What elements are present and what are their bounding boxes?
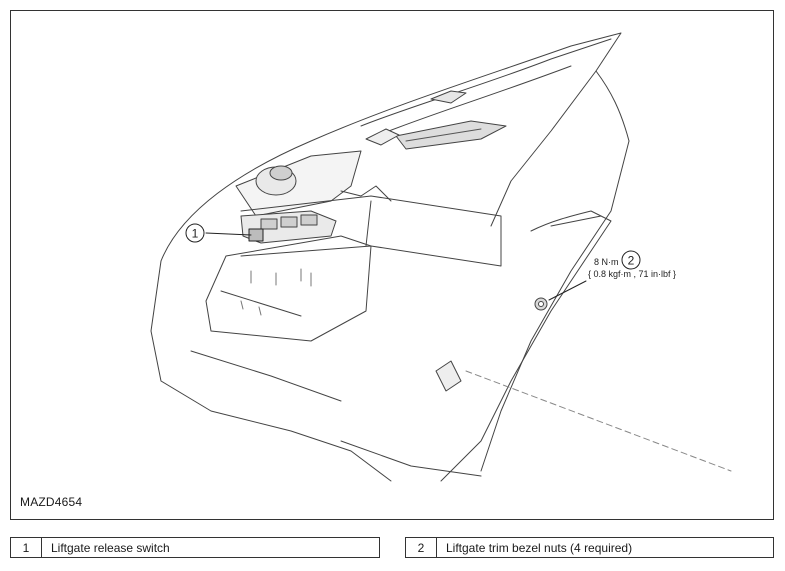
license-recess <box>205 235 372 342</box>
svg-text:2: 2 <box>628 254 635 268</box>
figure-id: MAZD4654 <box>20 495 83 509</box>
legend-item-2: 2 Liftgate trim bezel nuts (4 required) <box>405 537 774 558</box>
roof-spoiler <box>360 38 612 127</box>
reference-line <box>465 370 732 472</box>
legend-num: 1 <box>11 538 42 557</box>
liftgate-upper <box>235 150 362 217</box>
roof-outline <box>160 32 622 262</box>
callout-1-leader <box>205 232 252 236</box>
callout-2-leader <box>548 280 587 301</box>
roof-rear-edge <box>595 70 630 142</box>
legend-num: 2 <box>406 538 437 557</box>
side-panel <box>440 210 612 482</box>
stop-light <box>395 120 507 150</box>
callout-2: 2 <box>621 250 641 270</box>
spoiler-edge <box>375 65 572 137</box>
svg-text:1: 1 <box>192 227 199 241</box>
legend-text: Liftgate trim bezel nuts (4 required) <box>446 540 633 555</box>
torque-value-nm: 8 N·m <box>594 257 619 267</box>
legend-item-1: 1 Liftgate release switch <box>10 537 380 558</box>
callout-1: 1 <box>185 223 205 243</box>
legend-text: Liftgate release switch <box>51 540 170 555</box>
liftgate-illustration: 1 2 8 N·m { 0.8 kgf·m , 71 in·lbf } <box>150 32 732 482</box>
diagram-frame: 1 2 8 N·m { 0.8 kgf·m , 71 in·lbf } MAZD… <box>10 10 774 520</box>
right-body-curve <box>480 140 630 472</box>
torque-value-alt: { 0.8 kgf·m , 71 in·lbf } <box>588 269 676 279</box>
bumper-outline <box>150 260 392 482</box>
liftgate-lower-panel <box>240 195 502 267</box>
